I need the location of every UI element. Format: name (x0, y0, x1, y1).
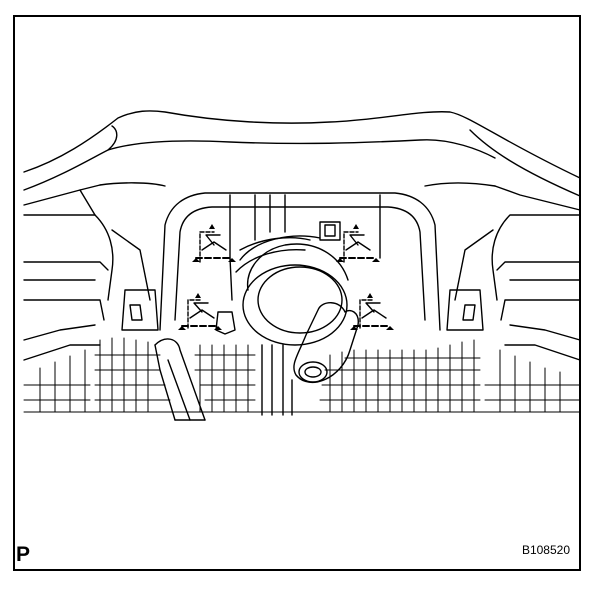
column-cover-opening (159, 192, 441, 331)
illustration-frame (13, 15, 581, 571)
view-marker-label: P (16, 543, 31, 566)
wire-harness (154, 338, 206, 421)
figure-code-label: B108520 (521, 543, 570, 557)
lower-panel-grid (23, 337, 581, 413)
clip-marker-lower-right (350, 293, 394, 330)
clip-marker-upper-right (336, 224, 380, 263)
clip-marker-lower-left (178, 293, 222, 330)
dashboard-outline (23, 110, 581, 211)
right-trim-panel (446, 214, 581, 361)
left-trim-panel (23, 189, 159, 361)
column-shaft (261, 344, 293, 416)
clip-marker-upper-left (192, 224, 236, 263)
steering-column-assembly (215, 221, 359, 384)
